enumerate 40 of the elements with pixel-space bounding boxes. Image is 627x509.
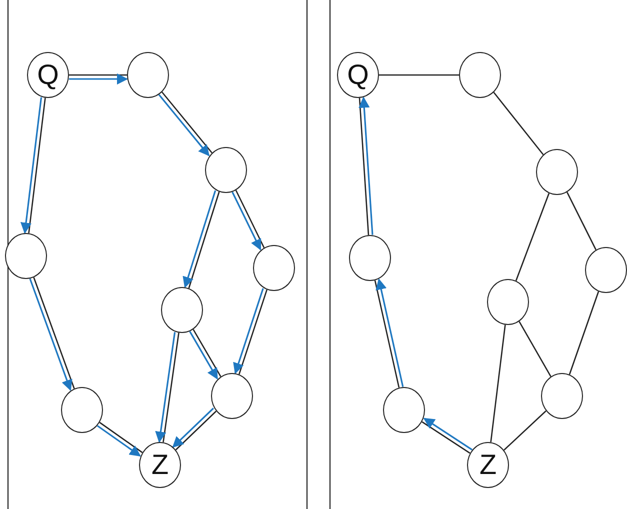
graph-node [253, 245, 295, 291]
graph-node [459, 52, 501, 98]
graph-node: Z [467, 442, 509, 488]
connector-line [504, 410, 546, 451]
connector-line [162, 332, 180, 442]
arrow [20, 97, 42, 234]
graph-node [161, 287, 203, 333]
connector-line [568, 291, 600, 375]
arrow [69, 73, 128, 85]
graph-node [541, 373, 583, 419]
graph-node [205, 147, 247, 193]
graph-node [536, 149, 578, 195]
arrow [233, 288, 264, 374]
graph-node [585, 247, 627, 293]
connector-line [493, 92, 544, 156]
graph-node: Q [337, 52, 379, 98]
connector-line [358, 98, 370, 236]
arrow [358, 96, 374, 235]
arrow [376, 278, 404, 387]
graph-node [383, 387, 425, 433]
connector-line [238, 289, 268, 375]
graph-node: Q [27, 52, 69, 98]
connector-line [374, 280, 400, 388]
arrow [155, 332, 176, 443]
graph-node [211, 373, 253, 419]
connector-line [566, 192, 596, 250]
connector-line [490, 324, 506, 442]
connector-line [379, 74, 459, 76]
connector-line [69, 74, 127, 76]
arrow [182, 190, 216, 288]
graph-node: Z [139, 442, 181, 488]
connector-line [188, 192, 220, 288]
graph-node [61, 387, 103, 433]
graph-node [127, 52, 169, 98]
connector-line [515, 193, 550, 281]
graph-node [5, 233, 47, 279]
graph-node [487, 279, 529, 325]
graph-node [349, 235, 391, 281]
connector-line [28, 98, 46, 234]
connector-line [518, 321, 552, 377]
